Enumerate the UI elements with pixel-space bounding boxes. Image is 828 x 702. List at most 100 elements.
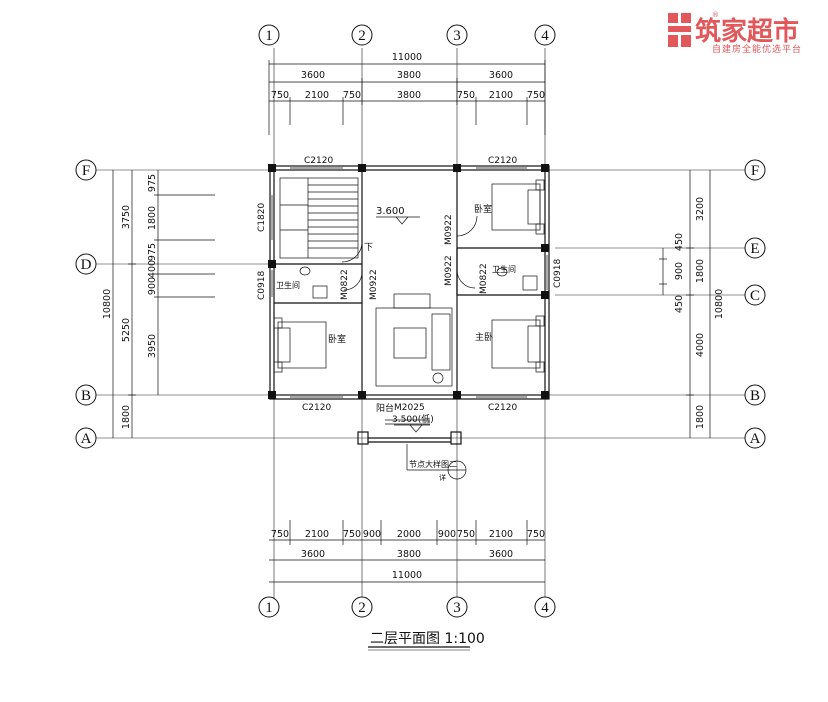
dim-bottom-r1-7: 2100 [489, 529, 513, 540]
detail-num-label: 详 [439, 473, 446, 482]
dim-top-r2-2: 3600 [489, 70, 513, 81]
dim-right-r2-2: 4000 [695, 333, 706, 357]
axis-label-2-top: 2 [358, 28, 366, 44]
door-label-m2025: M2025 [394, 403, 425, 413]
room-label-master: 主卧 [475, 331, 493, 343]
door-swings [341, 215, 478, 291]
room-label-bathroom-right: 卫生间 [492, 264, 516, 274]
window-label-c2120-top-right: C2120 [488, 156, 517, 166]
door-label-m0922-right-upper: M0922 [444, 214, 454, 245]
vertical-axes [273, 48, 546, 598]
window-label-c2120-bottom-left: C2120 [302, 403, 331, 413]
logo-name: 筑家超市 [695, 16, 799, 46]
dim-top-r3-5: 2100 [489, 90, 513, 101]
logo-mark-icon [668, 13, 691, 47]
dim-top-total: 11000 [392, 52, 422, 63]
dim-right-r3-0: 450 [674, 233, 685, 251]
dim-left-r2-1: 5250 [121, 318, 132, 342]
dim-bottom-r1-3: 900 [363, 529, 381, 540]
dim-left-r3-0: 975 [147, 174, 158, 192]
dim-bottom-r1-4: 2000 [397, 529, 421, 540]
axis-bubbles-top: 1 2 3 4 [258, 24, 556, 46]
bed-right-upper-icon [491, 179, 545, 235]
dim-left-r2-2: 1800 [121, 405, 132, 429]
door-label-m0822-left: M0822 [340, 269, 350, 300]
axis-bubbles-bottom: 1 2 3 4 [258, 596, 556, 618]
dim-left-r3-5: 3950 [147, 334, 158, 358]
left-dimensions: 10800 3750 5250 1800 975 1800 975 400 90… [102, 170, 215, 438]
axis-label-1-bottom: 1 [265, 600, 273, 616]
dim-left-r2-0: 3750 [121, 205, 132, 229]
dim-bottom-r1-6: 750 [457, 529, 475, 540]
dim-bottom-r2-1: 3800 [397, 549, 421, 560]
axis-bubbles-left: F D B A [75, 159, 97, 449]
elevation-marker-floor: 3.600 [376, 206, 420, 225]
dim-right-total: 10800 [714, 289, 725, 319]
dim-bottom-r2-0: 3600 [301, 549, 325, 560]
dim-top-r2-1: 3800 [397, 70, 421, 81]
axis-label-F-left: F [82, 163, 90, 179]
axis-label-A-right: A [750, 431, 761, 447]
door-label-m0922-right-lower: M0922 [444, 255, 454, 286]
dim-left-r3-3: 400 [147, 260, 158, 278]
axis-bubbles-right: F E C B A [744, 159, 766, 449]
door-label-m0822-right: M0822 [479, 263, 489, 294]
axis-label-F-right: F [751, 163, 759, 179]
dim-right-r2-3: 1800 [695, 405, 706, 429]
dim-left-r3-2: 975 [147, 243, 158, 261]
room-label-balcony: 阳台 [376, 402, 394, 414]
dim-right-r2-1: 1800 [695, 259, 706, 283]
axis-label-B-left: B [81, 388, 91, 404]
bed-left-icon [273, 317, 327, 373]
axis-label-A-left: A [81, 431, 92, 447]
svg-text:3.500(低): 3.500(低) [392, 413, 434, 425]
detail-reference: 节点大样图二 详 [406, 444, 467, 482]
dim-top-r3-4: 750 [457, 90, 475, 101]
axis-label-3-bottom: 3 [453, 600, 461, 616]
toilet-right-icon [496, 267, 538, 291]
axis-label-B-right: B [750, 388, 760, 404]
dim-left-total: 10800 [102, 289, 113, 319]
axis-label-2-bottom: 2 [358, 600, 366, 616]
toilet-left-icon [299, 266, 328, 299]
window-label-c0918-left: C0918 [257, 271, 267, 300]
axis-label-4-bottom: 4 [541, 600, 549, 616]
dim-bottom-r1-1: 2100 [305, 529, 329, 540]
horizontal-axes [96, 169, 745, 439]
window-label-c1820: C1820 [257, 203, 267, 232]
axis-label-3-top: 3 [453, 28, 461, 44]
axis-label-E-right: E [750, 241, 759, 257]
axis-label-1-top: 1 [265, 28, 273, 44]
logo-slogan: 自建房全能优选平台 [712, 43, 802, 54]
axis-label-D-left: D [81, 257, 92, 273]
axis-label-C-right: C [750, 288, 760, 304]
dim-top-r3-6: 750 [527, 90, 545, 101]
dim-right-r2-0: 3200 [695, 197, 706, 221]
staircase: 下 [279, 177, 373, 259]
axis-label-4-top: 4 [541, 28, 549, 44]
dim-bottom-r1-2: 750 [343, 529, 361, 540]
room-label-bedroom-left: 卧室 [328, 333, 346, 345]
sofa-set-icon [375, 293, 453, 387]
dim-left-r3-4: 900 [147, 277, 158, 295]
building-walls [268, 164, 550, 400]
dim-top-r2-0: 3600 [301, 70, 325, 81]
dim-bottom-r1-5: 900 [438, 529, 456, 540]
drawing-title: 二层平面图 1:100 [368, 631, 485, 651]
dim-bottom-r1-0: 750 [271, 529, 289, 540]
logo-registered-mark: ® [712, 11, 719, 19]
room-label-bedroom-right: 卧室 [474, 203, 492, 215]
balcony [357, 419, 462, 445]
room-label-bathroom-left: 卫生间 [276, 280, 300, 290]
dim-top-r3-0: 750 [271, 90, 289, 101]
dim-top-r3-2: 750 [343, 90, 361, 101]
door-label-m0922-left: M0922 [369, 269, 379, 300]
dim-bottom-total: 11000 [392, 570, 422, 581]
top-dimensions: 11000 3600 3800 3600 750 2100 750 3800 7… [268, 52, 546, 135]
window-label-c2120-bottom-right: C2120 [488, 403, 517, 413]
dim-top-r3-3: 3800 [397, 90, 421, 101]
stair-down-label: 下 [364, 243, 373, 253]
brand-logo: 筑家超市 ® 自建房全能优选平台 [668, 11, 802, 54]
bottom-dimensions: 750 2100 750 900 2000 900 750 2100 750 3… [269, 520, 545, 583]
svg-text:3.600: 3.600 [376, 206, 405, 217]
